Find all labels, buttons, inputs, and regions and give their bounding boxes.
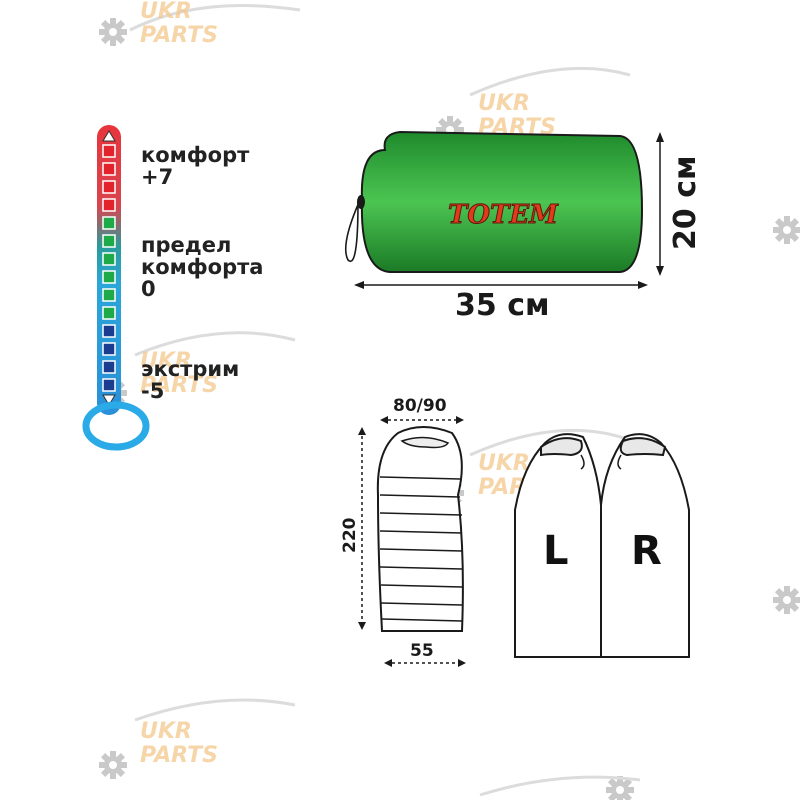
temperature-scale: [82, 125, 150, 451]
watermark-left-middle: UKR PARTS: [99, 331, 296, 407]
bag-height-label: 20 см: [668, 155, 703, 251]
cord-lock: [357, 195, 365, 209]
level-comfort: комфорт +7: [141, 143, 250, 189]
watermark-top-left: UKR PARTS: [99, 0, 301, 48]
baffle-lines: [379, 476, 463, 622]
left-right-pair-diagram: [514, 433, 690, 658]
thermometer-ring: [82, 401, 150, 451]
watermark-gear-right-top: [773, 216, 800, 244]
svg-text:UKR: UKR: [478, 451, 530, 476]
left-side-label: L: [543, 528, 569, 574]
top-width-label: 80/90: [393, 396, 447, 416]
right-bag-outline: [600, 433, 690, 658]
drawstring: [344, 199, 361, 263]
level-comfort-limit: предел комфорта 0: [141, 233, 264, 301]
brand-logo: TOTEM: [448, 200, 559, 230]
watermark-bottom-left: UKR PARTS: [99, 698, 296, 779]
left-bag-outline: [514, 433, 602, 658]
svg-text:UKR: UKR: [140, 349, 192, 374]
length-label: 220: [340, 517, 360, 554]
sleeping-bag-diagram: [358, 416, 466, 667]
bag-width-label: 35 см: [455, 288, 550, 323]
svg-text:PARTS: PARTS: [140, 373, 218, 398]
arrow-down-icon: [102, 394, 116, 406]
right-side-label: R: [631, 528, 662, 574]
stuff-sack-drawing: TOTEM: [344, 130, 664, 289]
svg-text:UKR: UKR: [140, 719, 192, 744]
watermark-bottom-right: [479, 775, 641, 800]
watermark-gear-right-bottom: [773, 586, 800, 614]
sleeping-bag-outline: [376, 426, 464, 632]
thermometer-squares: [102, 144, 116, 392]
bottom-width-label: 55: [410, 641, 434, 661]
arrow-up-icon: [102, 130, 116, 142]
watermark-ukr: UKR: [140, 0, 192, 24]
svg-text:UKR: UKR: [478, 91, 530, 116]
level-extreme: экстрим -5: [141, 357, 240, 403]
watermark-parts: PARTS: [140, 23, 218, 48]
watermark-center: UKR PARTS: [436, 428, 631, 507]
svg-text:PARTS: PARTS: [140, 743, 218, 768]
